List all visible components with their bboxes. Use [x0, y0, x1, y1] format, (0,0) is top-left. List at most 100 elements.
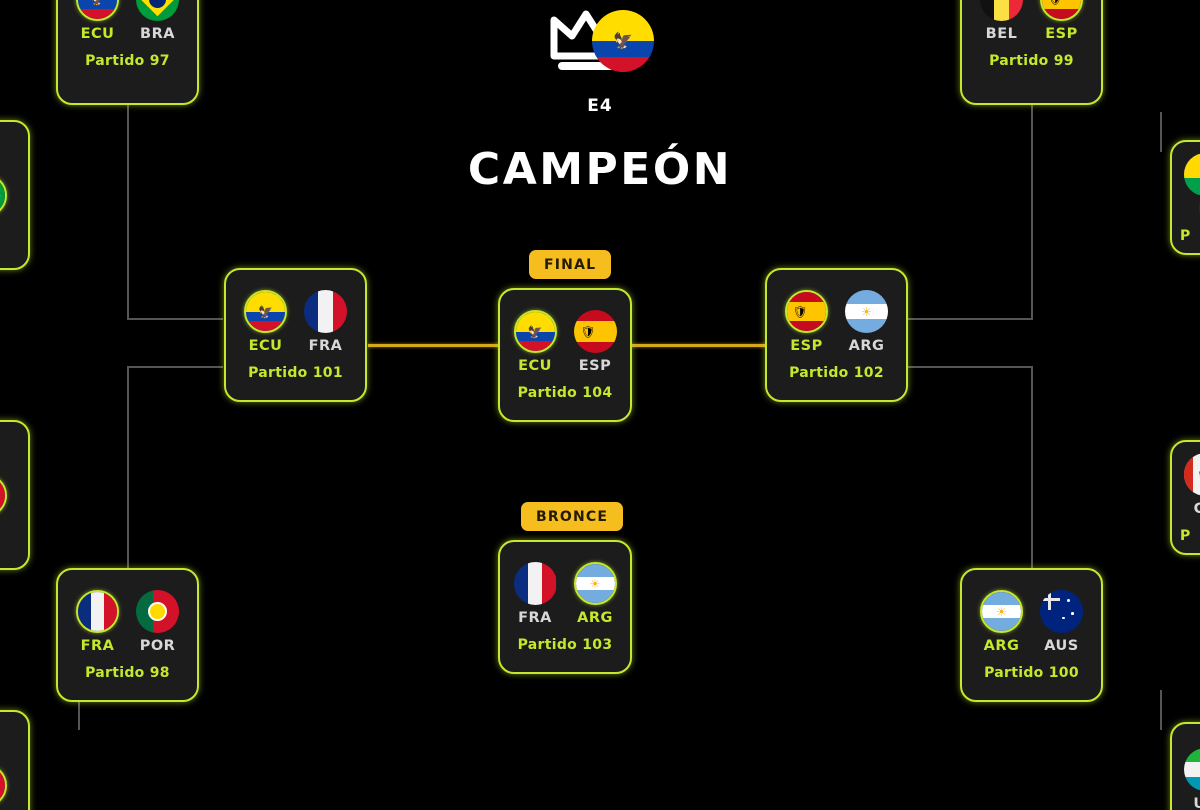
- team-ARG[interactable]: ☀ ARG: [977, 590, 1027, 654]
- match-teams: BEL 🛡 ESP: [977, 0, 1087, 42]
- edge-card-left-middle[interactable]: [0, 420, 30, 570]
- match-label: Partido 98: [85, 665, 170, 681]
- flag-FRA: [304, 290, 347, 333]
- match-card-partido-104[interactable]: 🦅 ECU 🛡 ESP Partido 104: [498, 288, 632, 422]
- flag-ESP: 🛡: [1040, 0, 1083, 21]
- team-POR[interactable]: POR: [133, 590, 183, 654]
- team-abbr: ESP: [578, 358, 612, 374]
- team-partial[interactable]: UZ: [1180, 748, 1200, 810]
- flag-emblem: ☀: [996, 604, 1007, 619]
- team-abbr: ARG: [983, 638, 1020, 654]
- match-card-partido-99[interactable]: BEL 🛡 ESP Partido 99: [960, 0, 1103, 105]
- match-teams: UZ: [1180, 748, 1200, 810]
- match-teams: 🦅 ECU 🛡 ESP: [510, 310, 620, 374]
- team-abbr: N: [1199, 201, 1200, 217]
- team-abbr: ARG: [848, 338, 885, 354]
- flag-partial-POR: [0, 474, 7, 517]
- champion-flag-ECU: 🦅: [592, 10, 654, 72]
- flag-emblem: 🛡: [1048, 0, 1063, 5]
- team-ARG[interactable]: ☀ ARG: [570, 562, 620, 626]
- team-ARG[interactable]: ☀ ARG: [842, 290, 892, 354]
- edge-card-left-bottom[interactable]: [0, 710, 30, 810]
- flag-FRA: [76, 590, 119, 633]
- team-abbr: FRA: [518, 610, 552, 626]
- team-abbr: ESP: [1045, 25, 1078, 42]
- edge-card-left-top[interactable]: [0, 120, 30, 270]
- match-card-partido-103[interactable]: FRA ☀ ARG Partido 103: [498, 540, 632, 674]
- flag-partial-CAN: 🍁: [1183, 452, 1200, 496]
- flag-ARG: ☀: [573, 562, 617, 605]
- match-label: Partido 99: [989, 52, 1074, 69]
- team-BEL[interactable]: BEL: [977, 0, 1027, 42]
- team-ESP[interactable]: 🛡 ESP: [570, 310, 620, 374]
- team-abbr: BEL: [985, 25, 1018, 42]
- match-card-partido-102[interactable]: 🛡 ESP ☀ ARG Partido 102: [765, 268, 908, 402]
- connector-edge-right-top-stub: [1160, 112, 1162, 152]
- edge-card-right-middle[interactable]: 🍁 CA P: [1170, 440, 1200, 555]
- match-teams: 🛡 ESP ☀ ARG: [782, 290, 892, 354]
- match-card-partido-101[interactable]: 🦅 ECU FRA Partido 101: [224, 268, 367, 402]
- connector-qf97-sf101-vertical: [127, 104, 129, 320]
- team-abbr: FRA: [308, 338, 343, 354]
- team-partial[interactable]: N: [1180, 152, 1200, 217]
- team-ECU[interactable]: 🦅 ECU: [73, 0, 123, 42]
- match-teams: 🦅 ECU FRA: [241, 290, 351, 354]
- connector-qf98-sf101-horizontal: [127, 366, 223, 368]
- flag-partial-NGA: [1183, 152, 1200, 196]
- connector-qf100-top-stub: [1031, 540, 1033, 572]
- flag-emblem: 🛡: [580, 324, 596, 339]
- connector-qf99-sf102-vertical: [1031, 104, 1033, 320]
- team-partial[interactable]: [0, 764, 10, 807]
- flag-ARG: ☀: [980, 590, 1023, 633]
- match-teams: [0, 764, 10, 807]
- match-label: Partido 103: [517, 637, 613, 653]
- flag-emblem: 🦅: [613, 31, 633, 50]
- champion-crown: 🦅: [540, 0, 660, 82]
- match-teams: ☀ ARG AUS: [977, 590, 1087, 654]
- team-ECU[interactable]: 🦅 ECU: [510, 310, 560, 374]
- flag-emblem: 🦅: [90, 0, 105, 5]
- match-teams: [0, 174, 10, 217]
- match-card-partido-97[interactable]: 🦅 ECU BRA Partido 97: [56, 0, 199, 105]
- flag-BEL: [980, 0, 1023, 21]
- match-teams: FRA POR: [73, 590, 183, 654]
- team-partial[interactable]: [0, 474, 10, 517]
- team-abbr: ECU: [248, 338, 283, 354]
- team-abbr: ARG: [577, 610, 613, 626]
- team-partial[interactable]: [0, 174, 10, 217]
- match-label: Partido 97: [85, 52, 170, 69]
- flag-emblem: 🦅: [527, 324, 543, 339]
- team-abbr: ECU: [518, 358, 552, 374]
- team-FRA[interactable]: FRA: [301, 290, 351, 354]
- champion-code: E4: [587, 96, 613, 116]
- flag-ARG: ☀: [845, 290, 888, 333]
- team-abbr: ECU: [80, 25, 115, 42]
- team-partial[interactable]: 🍁 CA: [1180, 452, 1200, 517]
- team-ECU[interactable]: 🦅 ECU: [241, 290, 291, 354]
- flag-ECU: 🦅: [513, 310, 557, 353]
- connector-sf102-final: [630, 344, 768, 347]
- edge-card-right-bottom[interactable]: UZ: [1170, 722, 1200, 810]
- flag-ESP: 🛡: [573, 310, 617, 353]
- team-ESP[interactable]: 🛡 ESP: [1037, 0, 1087, 42]
- team-abbr: POR: [139, 638, 176, 654]
- team-FRA[interactable]: FRA: [73, 590, 123, 654]
- match-card-partido-98[interactable]: FRA POR Partido 98: [56, 568, 199, 702]
- match-label: P: [1180, 527, 1191, 544]
- connector-edge-left-lower-stub: [78, 700, 80, 730]
- connector-qf100-sf102-horizontal: [905, 366, 1033, 368]
- team-FRA[interactable]: FRA: [510, 562, 560, 626]
- edge-card-right-top[interactable]: N P: [1170, 140, 1200, 255]
- badge-final: FINAL: [529, 250, 612, 279]
- match-teams: [0, 474, 10, 517]
- team-abbr: UZ: [1193, 796, 1200, 810]
- team-BRA[interactable]: BRA: [133, 0, 183, 42]
- flag-emblem: 🛡: [792, 304, 808, 319]
- team-ESP[interactable]: 🛡 ESP: [782, 290, 832, 354]
- flag-emblem: 🦅: [258, 304, 273, 319]
- team-abbr: CA: [1193, 500, 1200, 517]
- connector-qf97-sf101-horizontal: [127, 318, 223, 320]
- match-label: Partido 101: [248, 365, 343, 381]
- match-card-partido-100[interactable]: ☀ ARG AUS Partido 100: [960, 568, 1103, 702]
- team-AUS[interactable]: AUS: [1037, 590, 1087, 654]
